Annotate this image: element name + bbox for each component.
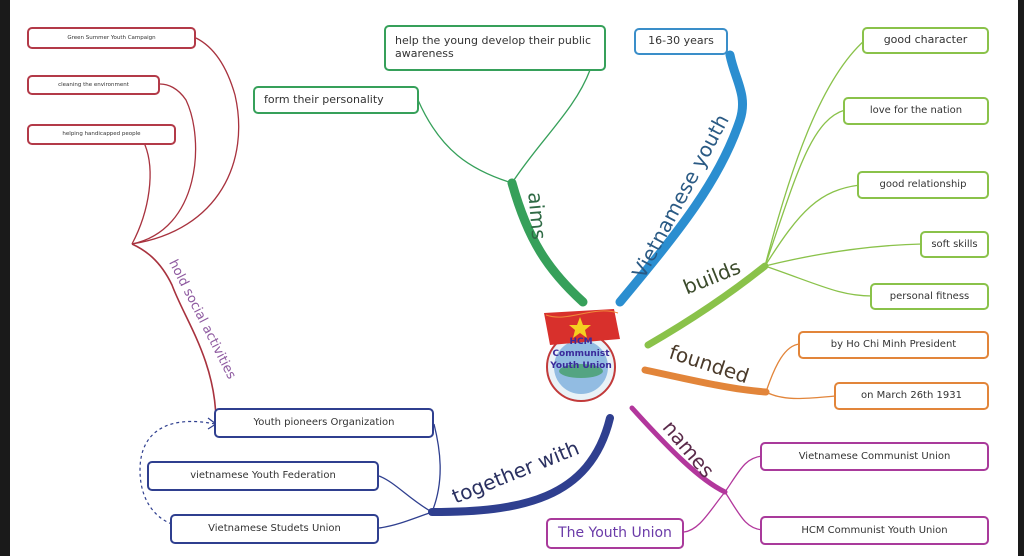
node-personal-fitness: personal fitness [870, 283, 989, 310]
node-vietnamese-communist-union: Vietnamese Communist Union [760, 442, 989, 471]
builds-twig-5 [764, 265, 873, 297]
founded-twig-2 [765, 391, 837, 400]
aims-twig-1 [511, 69, 591, 184]
names-trunk [629, 405, 728, 495]
node-hcm-communist-youth-union: HCM Communist Youth Union [760, 516, 989, 545]
hold-social-twig-3 [131, 134, 151, 245]
node-youth-pioneers-organization: Youth pioneers Organization [214, 408, 434, 438]
builds-twig-4 [764, 243, 923, 267]
center-title-line-3: Youth Union [550, 361, 612, 371]
node-on-march-26th-1931: on March 26th 1931 [834, 382, 989, 410]
hcm-youth-union-logo [544, 309, 620, 402]
node-the-youth-union: The Youth Union [546, 518, 684, 549]
hold-social-twig-1 [131, 37, 240, 245]
node-vietnamese-studets-union: Vietnamese Studets Union [170, 514, 379, 544]
dashed-link [139, 420, 216, 525]
aims-trunk [507, 178, 588, 307]
founded-twig-1 [765, 343, 801, 393]
together-with-trunk [428, 414, 614, 516]
node-by-ho-chi-minh-president: by Ho Chi Minh President [798, 331, 989, 359]
names-twig-3 [683, 491, 726, 533]
together-with-twig-2 [378, 475, 433, 513]
hold-social-twig-2 [131, 83, 197, 245]
node-good-character: good character [862, 27, 989, 54]
node-form-their-personality: form their personality [253, 86, 419, 114]
node-cleaning-the-environment: cleaning the environment [27, 75, 160, 95]
builds-twig-2 [764, 109, 846, 267]
center-title-line-1: HCM [569, 337, 593, 347]
label-aims: aims [523, 191, 552, 241]
hold-social-activities-trunk [131, 243, 217, 421]
node-love-for-the-nation: love for the nation [843, 97, 989, 125]
founded-trunk [641, 366, 770, 396]
names-twig-2 [724, 491, 763, 531]
node-green-summer-youth-campaign: Green Summer Youth Campaign [27, 27, 196, 49]
node-soft-skills: soft skills [920, 231, 989, 258]
together-with-twig-1 [431, 423, 441, 513]
aims-twig-2 [417, 99, 513, 184]
vietnamese-youth-trunk [615, 50, 748, 307]
builds-twig-3 [764, 184, 861, 267]
node-good-relationship: good relationship [857, 171, 989, 199]
left-border-strip [0, 0, 10, 556]
node-help-young-public-awareness: help the young develop their public awar… [384, 25, 606, 71]
right-border-strip [1018, 0, 1024, 556]
node-vietnamese-youth-federation: vietnamese Youth Federation [147, 461, 379, 491]
node-16-30-years: 16-30 years [634, 28, 728, 55]
names-twig-1 [724, 455, 763, 493]
node-helping-handicapped-people: helping handicapped people [27, 124, 176, 145]
builds-trunk [644, 262, 769, 349]
together-with-twig-3 [378, 511, 433, 529]
builds-twig-1 [764, 39, 866, 267]
center-title-line-2: Communist [552, 349, 610, 359]
